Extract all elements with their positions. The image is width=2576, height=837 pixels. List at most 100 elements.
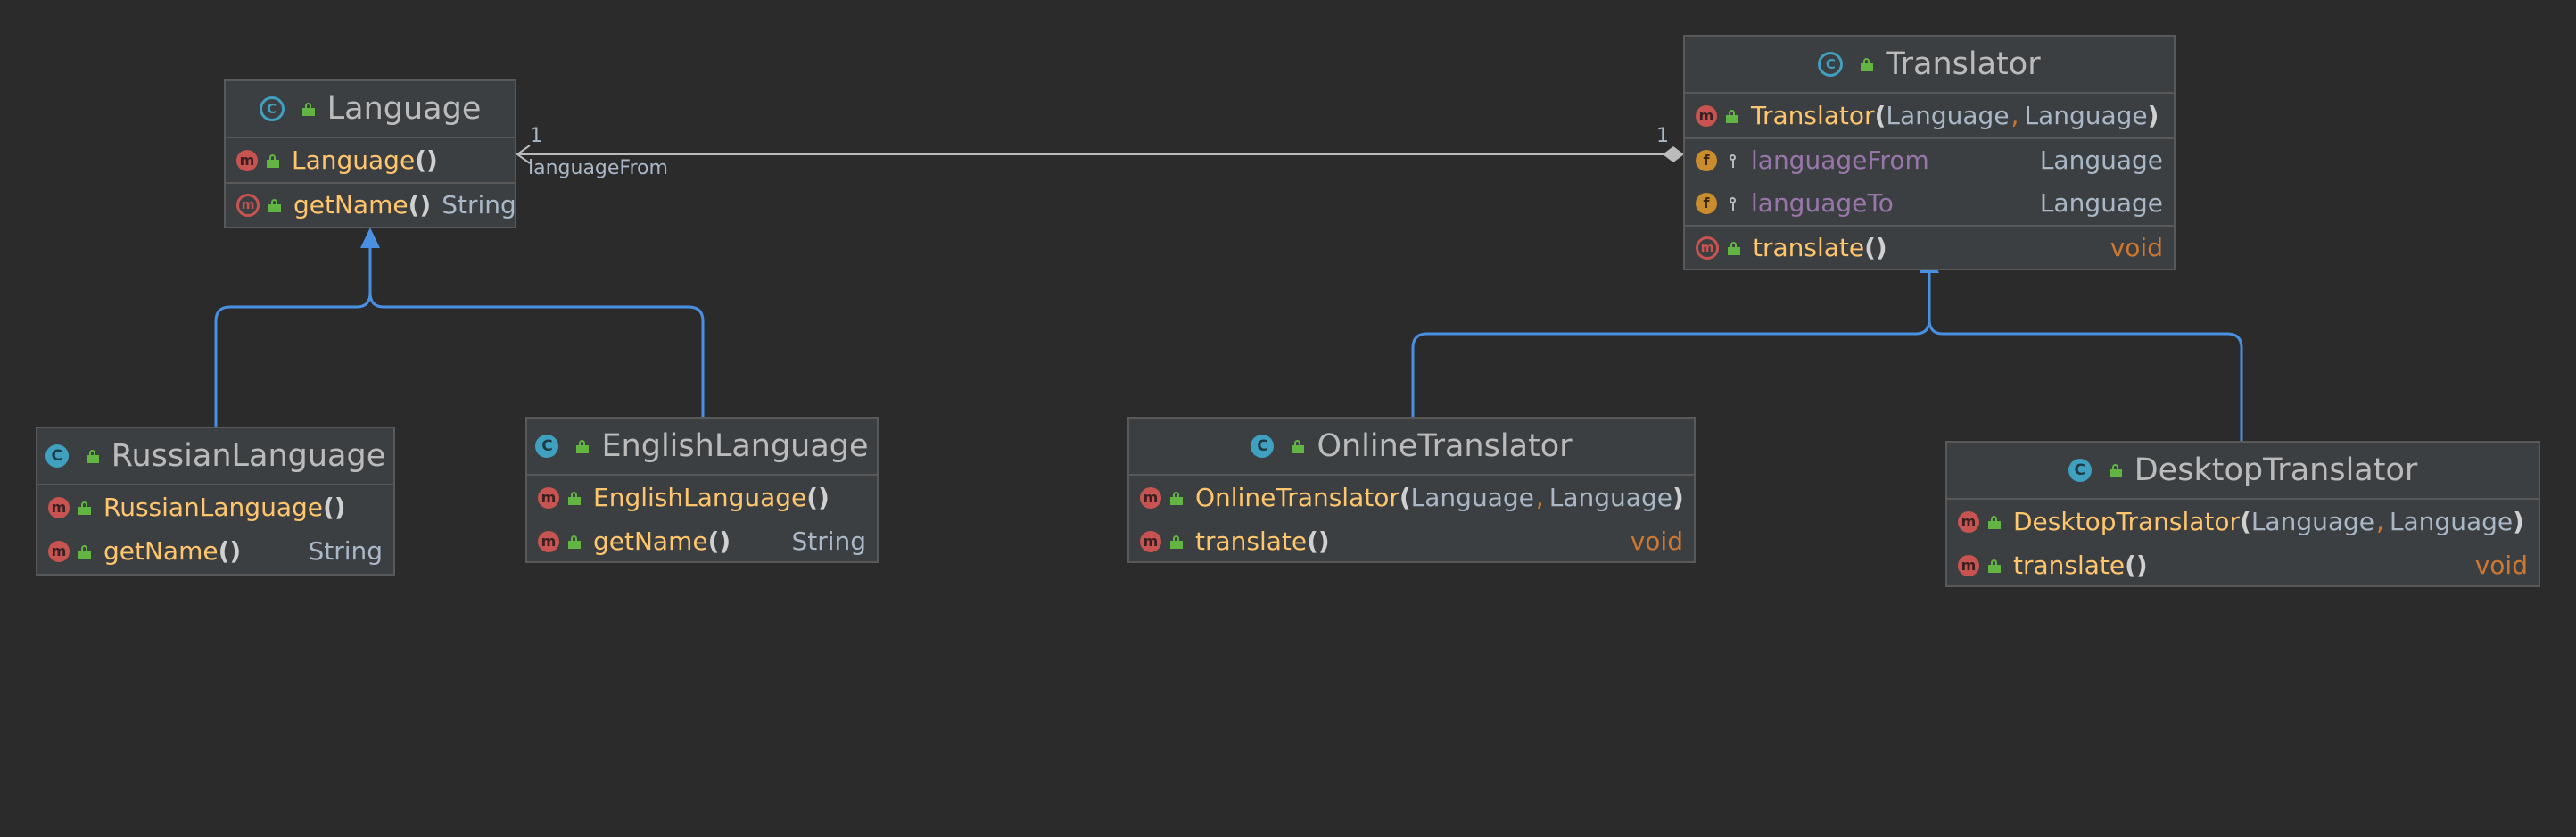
private-icon — [1726, 153, 1738, 168]
public-icon — [1861, 58, 1874, 71]
parens: () — [322, 493, 346, 522]
class-desktoptranslator-constructor[interactable]: m DesktopTranslator (Language,Language) — [1947, 500, 2539, 543]
public-icon — [568, 491, 581, 505]
class-englishlanguage-method-getname[interactable]: m getName() String — [527, 519, 877, 563]
composition-diamond — [1663, 146, 1684, 162]
method-name: getName — [103, 536, 219, 566]
method-name: getName — [593, 526, 708, 556]
association-target-multiplicity: 1 — [1656, 125, 1669, 147]
parens: () — [1307, 526, 1330, 556]
class-englishlanguage[interactable]: C EnglishLanguage m EnglishLanguage() m … — [525, 417, 879, 563]
abstract-class-icon: C — [1818, 52, 1844, 77]
param-type: Language — [2389, 507, 2514, 536]
return-type: void — [2474, 551, 2528, 580]
method-icon: m — [1958, 554, 1979, 576]
open-paren: ( — [1399, 483, 1411, 512]
method-name: translate — [2013, 551, 2126, 580]
constructor-name: DesktopTranslator — [2013, 507, 2241, 536]
class-translator-constructor[interactable]: m Translator (Language,Language) — [1685, 94, 2174, 137]
public-icon — [267, 153, 279, 168]
class-onlinetranslator-constructor[interactable]: m OnlineTranslator (Language,Language) — [1129, 476, 1694, 519]
param-type: Language — [1548, 483, 1672, 512]
public-icon — [568, 535, 581, 549]
return-type: String — [791, 526, 866, 556]
class-language-method-getname[interactable]: m getName() String — [226, 182, 516, 226]
method-icon: m — [538, 486, 559, 509]
close-paren: ) — [2513, 507, 2524, 536]
class-onlinetranslator-header: C OnlineTranslator — [1129, 418, 1694, 476]
public-icon — [1728, 241, 1740, 255]
parens: () — [1864, 233, 1887, 262]
class-desktoptranslator-method-translate[interactable]: m translate() void — [1947, 543, 2539, 587]
method-name: getName — [293, 190, 409, 220]
parens: () — [2125, 551, 2148, 580]
class-language-constructor[interactable]: m Language() — [226, 138, 515, 182]
method-icon: m — [1696, 104, 1717, 127]
inheritance-line-english — [368, 241, 705, 417]
class-russianlanguage-name: RussianLanguage — [111, 438, 386, 474]
class-icon: C — [45, 444, 69, 468]
method-icon: m — [1958, 510, 1979, 533]
method-icon: m — [1140, 530, 1161, 552]
abstract-class-icon: C — [259, 96, 285, 121]
constructor-name: EnglishLanguage — [593, 483, 807, 512]
class-englishlanguage-constructor[interactable]: m EnglishLanguage() — [527, 476, 877, 519]
abstract-method-icon: m — [1696, 236, 1719, 260]
class-russianlanguage-constructor[interactable]: m RussianLanguage() — [37, 485, 393, 529]
public-icon — [301, 103, 315, 116]
method-name: translate — [1195, 526, 1308, 556]
class-desktoptranslator[interactable]: C DesktopTranslator m DesktopTranslator … — [1945, 441, 2540, 587]
class-translator-method-translate[interactable]: m translate() void — [1685, 225, 2174, 269]
return-type: String — [442, 190, 516, 220]
public-icon — [576, 440, 590, 453]
class-russianlanguage-method-getname[interactable]: m getName() String — [37, 529, 393, 573]
parens: () — [408, 190, 432, 220]
class-onlinetranslator-method-translate[interactable]: m translate() void — [1129, 519, 1694, 563]
constructor-name: Translator — [1751, 101, 1875, 130]
class-translator-field-languagefrom[interactable]: f languageFrom Language — [1685, 137, 2174, 181]
return-type: String — [308, 536, 383, 566]
public-icon — [78, 501, 91, 515]
inheritance-line-desktop — [1928, 268, 2243, 441]
class-onlinetranslator[interactable]: C OnlineTranslator m OnlineTranslator ( L… — [1127, 417, 1696, 563]
private-icon — [1726, 196, 1738, 211]
class-language[interactable]: C Language m Language() m getName() Stri… — [224, 79, 516, 228]
method-icon: m — [48, 540, 70, 562]
param-type: Language — [2250, 507, 2375, 536]
close-paren: ) — [2147, 101, 2159, 130]
class-desktoptranslator-name: DesktopTranslator — [2134, 452, 2418, 488]
public-icon — [1292, 440, 1305, 453]
abstract-method-icon: m — [236, 193, 260, 217]
method-icon: m — [48, 496, 70, 518]
class-translator-header: C Translator — [1685, 37, 2174, 94]
param-type: Language — [2024, 101, 2148, 130]
comma: , — [2010, 101, 2019, 130]
class-language-name: Language — [326, 91, 482, 127]
param-type: Language — [1886, 101, 2010, 130]
public-icon — [2109, 464, 2122, 477]
class-translator-field-languageto[interactable]: f languageTo Language — [1685, 181, 2174, 225]
field-type: Language — [2039, 145, 2163, 175]
open-paren: () — [415, 145, 438, 175]
inheritance-line-russian — [214, 241, 372, 427]
public-icon — [78, 544, 91, 559]
parens: () — [806, 483, 830, 512]
class-englishlanguage-header: C EnglishLanguage — [527, 418, 877, 476]
field-icon: f — [1696, 192, 1717, 214]
class-englishlanguage-name: EnglishLanguage — [601, 428, 869, 464]
constructor-name: OnlineTranslator — [1195, 483, 1399, 512]
class-icon: C — [535, 435, 559, 458]
class-translator[interactable]: C Translator m Translator (Language,Lang… — [1683, 35, 2176, 270]
public-icon — [1988, 559, 2001, 573]
class-language-header: C Language — [226, 81, 515, 138]
method-name: translate — [1753, 233, 1865, 262]
class-russianlanguage-header: C RussianLanguage — [37, 428, 393, 485]
public-icon — [1170, 535, 1183, 549]
public-icon — [1170, 491, 1183, 505]
field-name: languageFrom — [1751, 145, 1929, 175]
class-russianlanguage[interactable]: C RussianLanguage m RussianLanguage() m … — [36, 427, 395, 576]
parens: () — [218, 536, 242, 566]
open-paren: ( — [2240, 507, 2251, 536]
public-icon — [1726, 109, 1738, 123]
class-icon: C — [2068, 459, 2092, 482]
